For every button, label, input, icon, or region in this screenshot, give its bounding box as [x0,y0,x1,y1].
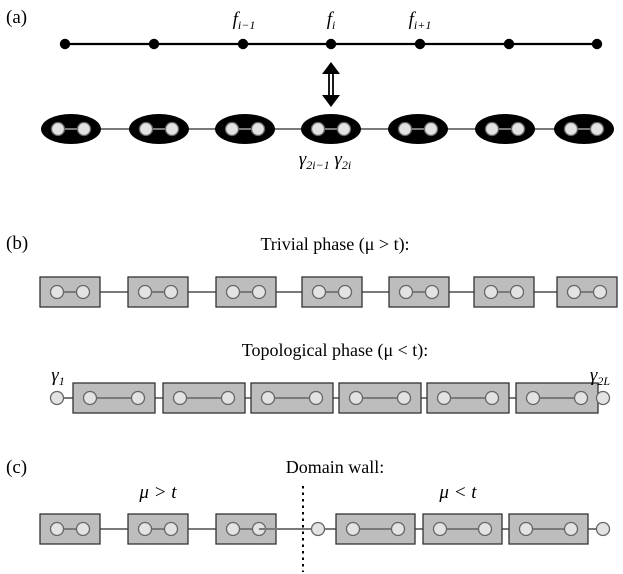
majorana-mode [397,121,413,137]
majorana-mode [424,284,440,300]
site-label-i-plus-1: fi+1 [408,9,432,32]
majorana-mode [484,390,500,406]
majorana-mode [251,284,267,300]
topological-phase-chain [49,382,611,414]
majorana-mode [573,390,589,406]
majorana-mode [510,121,526,137]
edge-majorana-mode [595,390,611,406]
fermion-site [503,38,515,50]
panel-c-label: (c) [6,457,28,478]
right-edge-majorana-label: γ2L [589,365,611,388]
majorana-mode [220,390,236,406]
majorana-mode [49,284,65,300]
majorana-mode [390,521,406,537]
trivial-phase-chain [39,276,618,308]
arrow-up-head [322,62,340,74]
majorana-mode [172,390,188,406]
majorana-mode [509,284,525,300]
majorana-mode [396,390,412,406]
right-region-label: μ < t [439,482,477,503]
majorana-mode [76,121,92,137]
panel-a-graphic [41,38,614,144]
majorana-mode [423,121,439,137]
majorana-mode [563,121,579,137]
majorana-mode [163,284,179,300]
edge-majorana-mode [310,521,326,537]
panel-b-label: (b) [6,233,29,254]
majorana-mode [138,121,154,137]
fermion-site [414,38,426,50]
majorana-mode [308,390,324,406]
majorana-mode [225,284,241,300]
majorana-mode [518,521,534,537]
trivial-phase-title: Trivial phase (μ > t): [260,234,410,254]
fermion-site [237,38,249,50]
majorana-mode [164,121,180,137]
majorana-mode [525,390,541,406]
majorana-mode [224,121,240,137]
edge-majorana-mode [49,390,65,406]
majorana-mode [484,121,500,137]
majorana-mode [163,521,179,537]
majorana-mode [589,121,605,137]
majorana-mode [337,284,353,300]
left-edge-majorana-label: γ1 [51,365,65,388]
majorana-mode [260,390,276,406]
topological-phase-title: Topological phase (μ < t): [241,340,429,360]
arrow-down-head [322,95,340,107]
majorana-mode [348,390,364,406]
majorana-mode [336,121,352,137]
domain-wall-chain [39,486,611,572]
fermion-site [325,38,337,50]
majorana-mode [137,284,153,300]
majorana-mode [311,284,327,300]
majorana-mode [436,390,452,406]
fermion-site [591,38,603,50]
majorana-pair-label: γ2i−1 γ2i [298,149,352,172]
fermion-site [59,38,71,50]
majorana-mode [137,521,153,537]
fermion-site [148,38,160,50]
majorana-mode [250,121,266,137]
majorana-mode [82,390,98,406]
edge-majorana-mode [595,521,611,537]
majorana-mode [75,521,91,537]
majorana-mode [49,521,65,537]
site-label-i-minus-1: fi−1 [232,9,256,32]
majorana-mode [130,390,146,406]
site-label-i: fi [326,9,336,32]
majorana-mode [75,284,91,300]
majorana-mode [50,121,66,137]
domain-wall-title: Domain wall: [285,457,385,477]
majorana-mode [566,284,582,300]
left-region-label: μ > t [139,482,177,503]
majorana-mode [477,521,493,537]
majorana-mode [432,521,448,537]
majorana-mode [310,121,326,137]
majorana-mode [225,521,241,537]
majorana-mode [483,284,499,300]
majorana-mode [398,284,414,300]
panel-a-label: (a) [6,7,28,28]
majorana-mode [345,521,361,537]
majorana-mode [563,521,579,537]
majorana-mode [592,284,608,300]
